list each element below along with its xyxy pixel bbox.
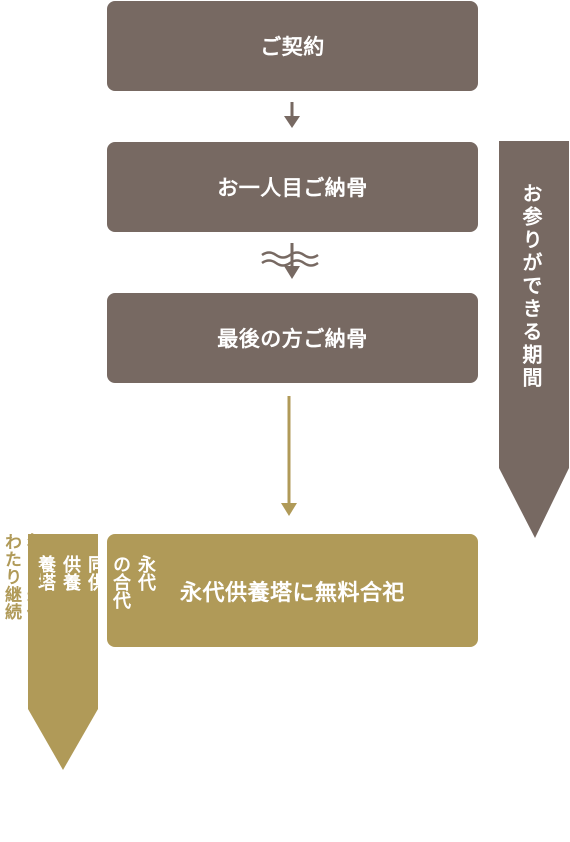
step-free-memorial-tower: 永代供養塔に無料合祀 — [107, 534, 478, 647]
arrow-down-icon — [284, 102, 300, 128]
memorial-banner — [28, 534, 98, 770]
visit-period-banner — [499, 141, 569, 538]
step-first-interment-label: お一人目ご納骨 — [217, 176, 368, 200]
visit-period-label: お参りができる期間 — [519, 183, 543, 390]
step-last-interment-label: 最後の方ご納骨 — [217, 327, 368, 351]
step-last-interment: 最後の方ご納骨 — [107, 293, 478, 383]
step-contract-label: ご契約 — [260, 35, 325, 59]
wavy-arrow-down-icon — [261, 243, 319, 279]
memorial-label: 永代 の合代 同供 供養 養塔 — [35, 555, 156, 609]
long-arrow-down-icon — [281, 396, 297, 516]
step-contract: ご契約 — [107, 1, 478, 91]
step-free-memorial-tower-label: 永代供養塔に無料合祀 — [179, 580, 405, 606]
continuation-label: 年２回永代に わたり継続 — [1, 533, 43, 638]
step-first-interment: お一人目ご納骨 — [107, 142, 478, 232]
